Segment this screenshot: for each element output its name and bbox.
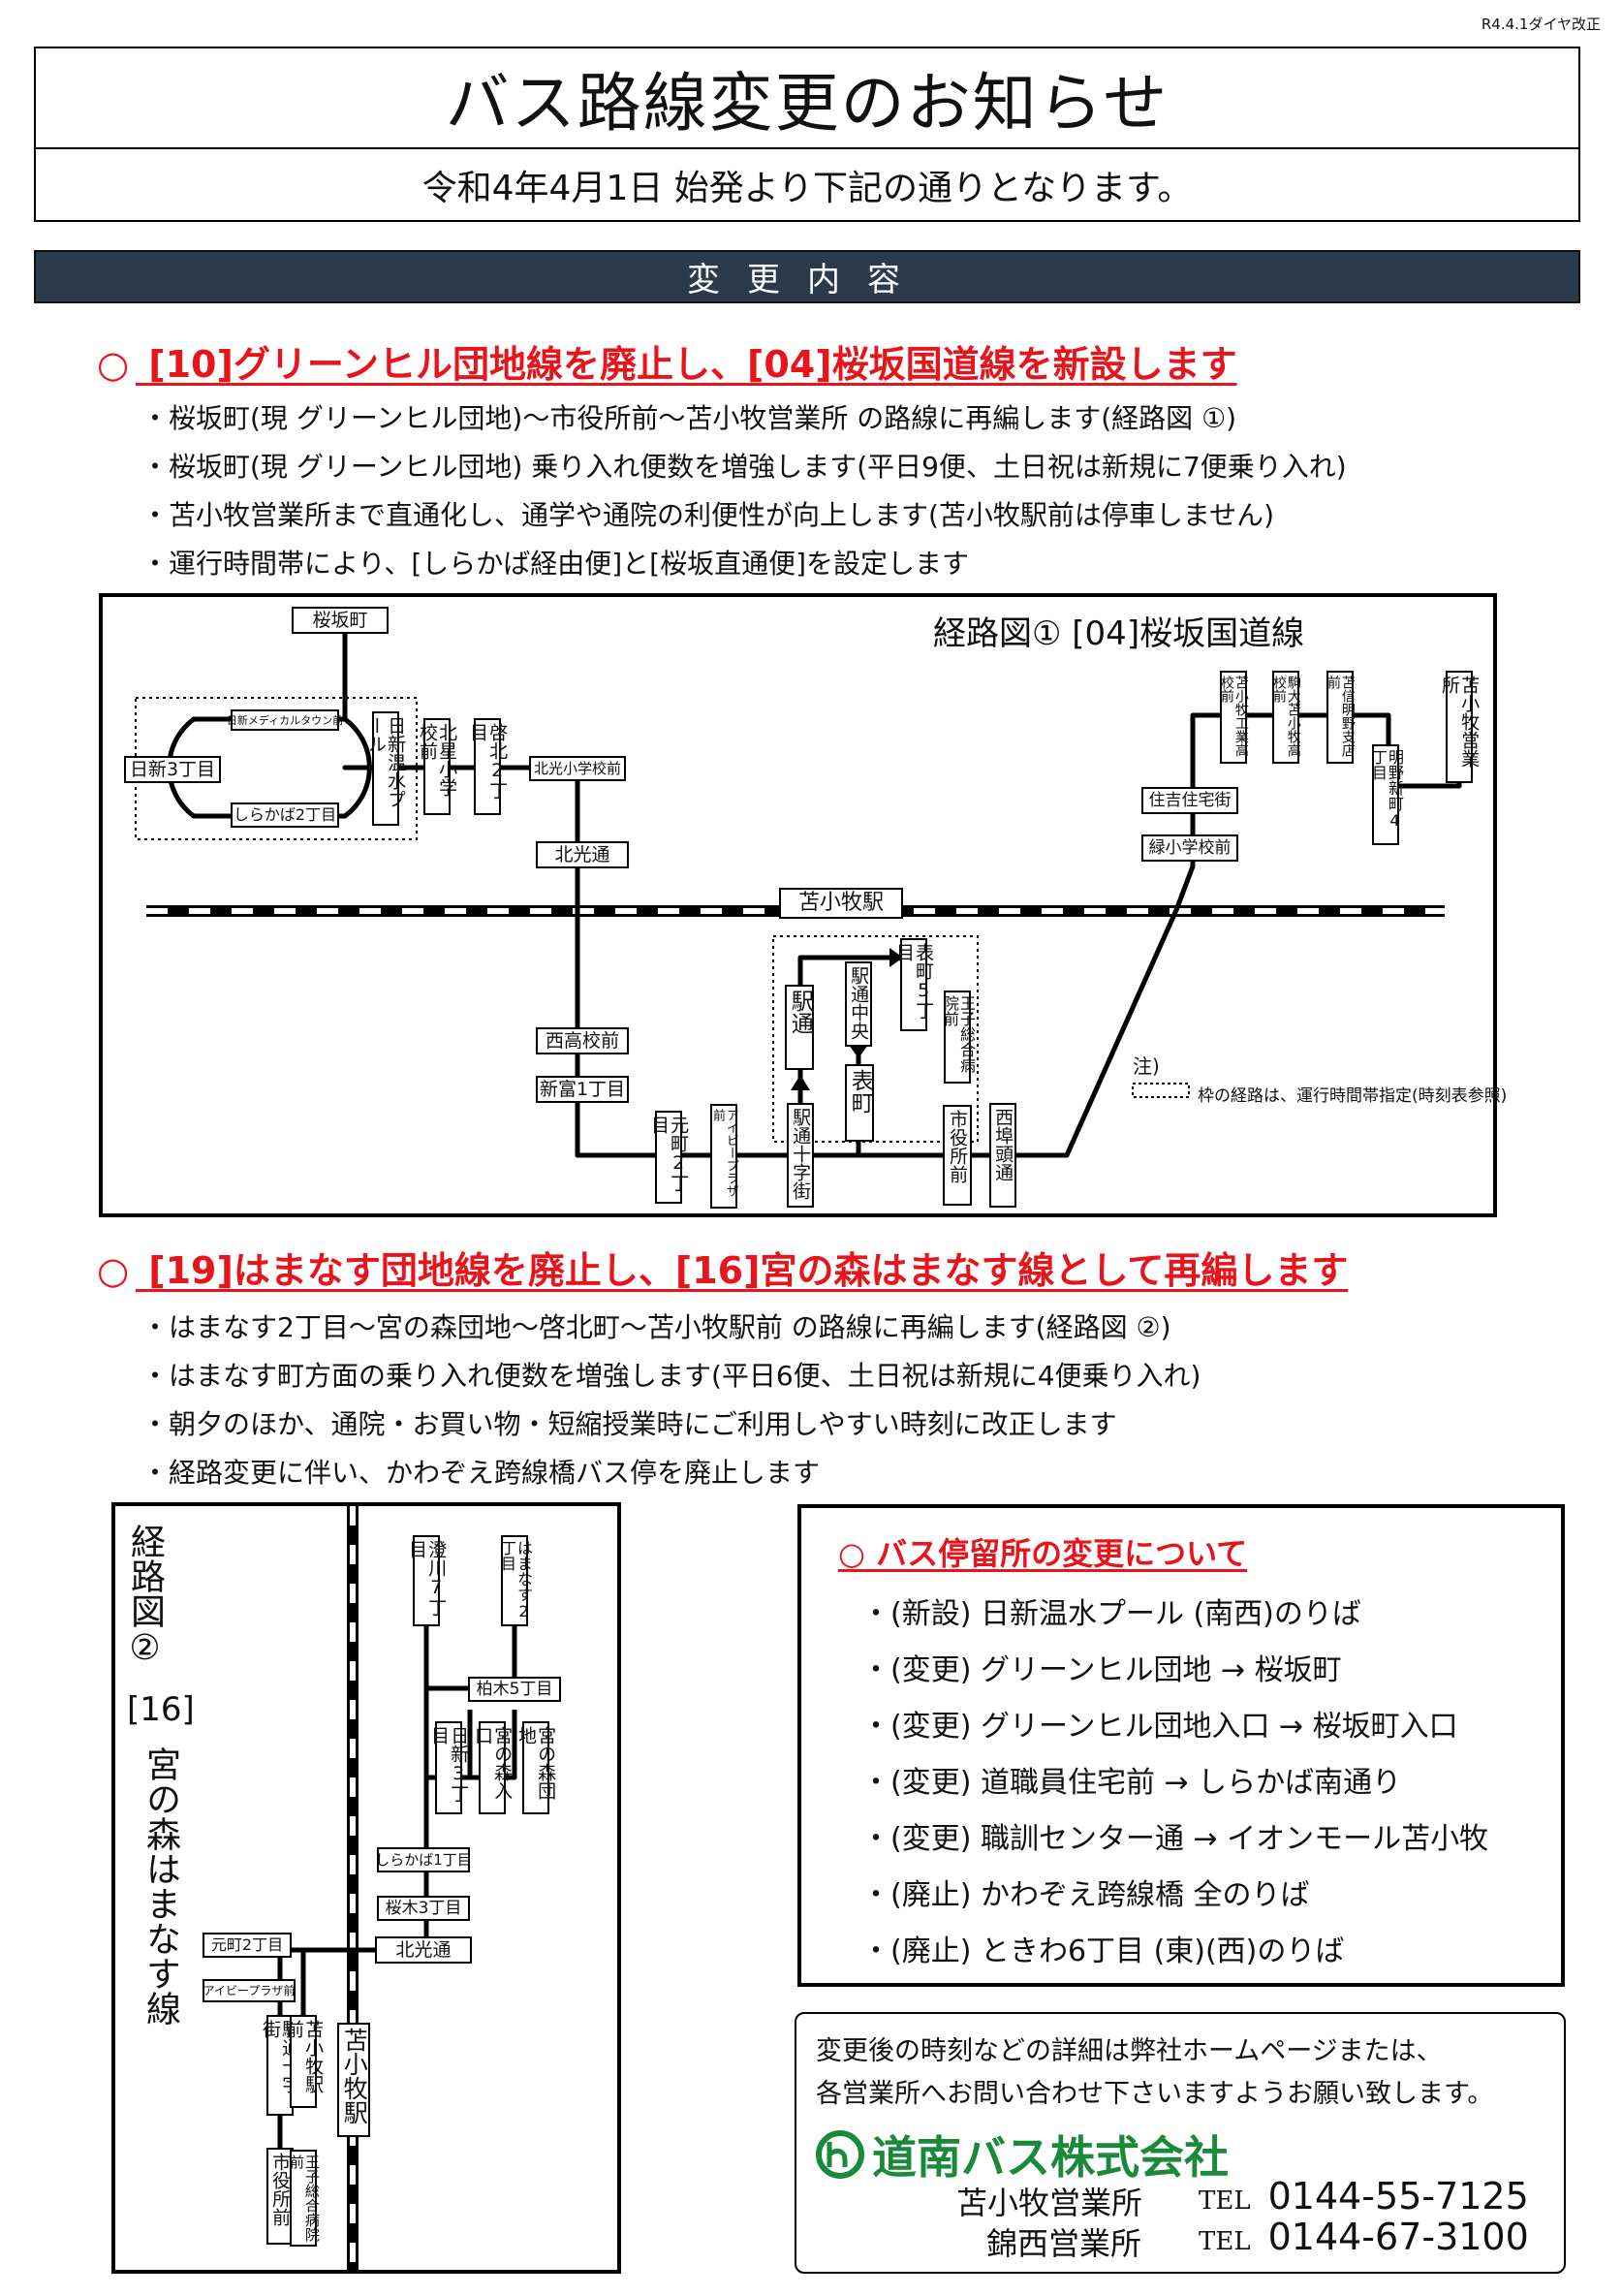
stop-change-item: ・(廃止) かわぞえ跨線橋 全のりば	[861, 1878, 1310, 1912]
stop-midori-school: 緑小学校前	[1141, 834, 1238, 862]
page-title: バス路線変更のお知らせ	[36, 48, 1578, 149]
stop-ekidori: 駅通	[785, 985, 814, 1070]
stop-aibii-plaza: アイビープラザ前	[710, 1104, 738, 1209]
section2-heading: ○ [19]はまなす団地線を廃止し、[16]宮の森はまなす線として再編します	[97, 1241, 1348, 1294]
section2-heading-text: [19]はまなす団地線を廃止し、[16]宮の森はまなす線として再編します	[148, 1249, 1349, 1292]
stop-changes-heading: ○ バス停留所の変更について	[838, 1529, 1247, 1574]
office-name: 錦西営業所	[986, 2225, 1142, 2262]
stop-meino-4: 明野新町4丁目	[1369, 744, 1404, 845]
stop-change-item: ・(新設) 日新温水プール (南西)のりば	[861, 1597, 1361, 1631]
route-map-1: 経路図① [04]桜坂国道線 桜坂町 日新メディカルタウン前 日新3丁目 しらか…	[99, 593, 1507, 1217]
section1-bullet-4: ・運行時間帯により、[しらかば経由便]と[桜坂直通便]を設定します	[141, 548, 970, 580]
stop-change-item: ・(変更) グリーンヒル団地入口 → 桜坂町入口	[861, 1710, 1458, 1744]
stop-omote: 表町	[845, 1064, 874, 1142]
stop-miyanomori-iriguchi: 宮の森入口	[472, 1721, 513, 1814]
contact-box: 変更後の時刻などの詳細は弊社ホームページまたは、 各営業所へお問い合わせ下さいま…	[795, 2012, 1566, 2274]
section-bar: 変更内容	[34, 250, 1580, 303]
stop-oji-hospital: 王子総合病院前	[941, 991, 976, 1084]
stop-hokusei: 北星小学校前	[417, 718, 457, 815]
stop-komazawa: 駒大苫小牧高校前	[1271, 671, 1301, 764]
section1-bullet-1: ・桜坂町(現 グリーンヒル団地)～市役所前～苫小牧営業所 の路線に再編します(経…	[141, 402, 1237, 434]
stop-hokko-school: 北光小学校前	[529, 756, 626, 781]
stop-change-item: ・(変更) グリーンヒル団地 → 桜坂町	[861, 1653, 1342, 1687]
stop-nisshin-3b: 日新3丁目	[428, 1721, 469, 1814]
stop-hokko-b: 北光通	[375, 1936, 472, 1964]
company-name: 道南バス株式会社	[872, 2131, 1229, 2184]
revision-note: R4.4.1ダイヤ改正	[1481, 16, 1601, 33]
stop-change-item: ・(変更) 道職員住宅前 → しらかば南通り	[861, 1766, 1402, 1800]
stop-eigyosho: 苫小牧営業所	[1439, 671, 1480, 783]
page-subtitle: 令和4年4月1日 始発より下記の通りとなります。	[421, 168, 1193, 208]
circle-marker-icon: ○	[97, 1249, 130, 1292]
stop-ekidori-juji: 駅通十字街	[787, 1103, 814, 1208]
map1-title: 経路図① [04]桜坂国道線	[933, 614, 1305, 653]
stop-keihoku-2: 啓北2丁目	[467, 718, 508, 815]
stop-miyanomori-danchi: 宮の森団地	[515, 1721, 556, 1814]
stop-hamanasu-2: はまなす2丁目	[498, 1535, 533, 1626]
section1-bullet-2: ・桜坂町(現 グリーンヒル団地) 乗り入れ便数を増強します(平日9便、土日祝は新…	[141, 451, 1347, 483]
route-map-2: 経路図② [16] 宮の森はまなす線 澄川7丁目 はまなす2丁目 柏木5丁目 日…	[111, 1502, 621, 2274]
stop-shiyakusho: 市役所前	[943, 1105, 972, 1206]
stop-changes-box: ○ バス停留所の変更について ・(新設) 日新温水プール (南西)のりば ・(変…	[797, 1504, 1565, 1987]
stop-tomakomai-kogyo: 苫小牧工業高校前	[1219, 671, 1249, 764]
section2-bullet-3: ・朝夕のほか、通院・お買い物・短縮授業時にご利用しやすい時刻に改正します	[141, 1408, 1117, 1440]
office-tel: TEL 0144-67-3100	[1199, 2216, 1529, 2258]
stop-change-item: ・(変更) 職訓センター通 → イオンモール苫小牧	[861, 1822, 1489, 1856]
circle-marker-icon: ○	[838, 1535, 865, 1572]
stop-sakuragi-3: 桜木3丁目	[377, 1896, 470, 1921]
stop-shirakaba-1: しらかば1丁目	[375, 1847, 472, 1872]
tel-mark: TEL	[1199, 2227, 1251, 2256]
circle-marker-icon: ○	[97, 343, 130, 386]
section1-heading: ○ [10]グリーンヒル団地線を廃止し、[04]桜坂国道線を新設します	[97, 334, 1237, 388]
station-tomakomai: 苫小牧駅	[779, 888, 903, 919]
stop-shirakaba-2: しらかば2丁目	[231, 802, 339, 828]
office-name: 苫小牧営業所	[956, 2185, 1143, 2221]
office-tel: TEL 0144-55-7125	[1199, 2175, 1529, 2217]
stop-sakurazaka: 桜坂町	[292, 607, 389, 634]
stop-nishiko: 西高校前	[536, 1027, 629, 1054]
station-tomakomai-b: 苫小牧駅	[337, 2023, 370, 2137]
company-logo: 道南バス株式会社	[816, 2123, 1229, 2186]
stop-ekidori-chuo: 駅通中央	[845, 961, 872, 1047]
stop-motomachi-2b: 元町2丁目	[203, 1933, 292, 1958]
section2-bullet-1: ・はまなす2丁目～宮の森団地～啓北町～苫小牧駅前 の路線に再編します(経路図 ②…	[141, 1311, 1171, 1343]
stop-nishifuto: 西埠頭通	[989, 1103, 1016, 1208]
stop-nisshin-onsui: 日新温水プール	[365, 711, 406, 826]
stop-sumiyoshi: 住吉住宅街	[1141, 787, 1238, 814]
stop-kashiwagi-5: 柏木5丁目	[468, 1677, 561, 1702]
stop-ekimae: 苫小牧駅前	[283, 2015, 324, 2108]
office-tel-number: 0144-67-3100	[1267, 2216, 1529, 2258]
office-tel-number: 0144-55-7125	[1267, 2175, 1529, 2217]
stop-motomachi-2: 元町2丁目	[648, 1111, 689, 1204]
section1-heading-text: [10]グリーンヒル団地線を廃止し、[04]桜坂国道線を新設します	[148, 343, 1237, 386]
stop-aibii-plaza-b: アイビープラザ前	[203, 1979, 296, 2002]
section1-bullet-3: ・苫小牧営業所まで直通化し、通学や通院の利便性が向上します(苫小牧駅前は停車しま…	[141, 499, 1275, 531]
stop-nisshin-3: 日新3丁目	[124, 756, 221, 783]
stop-change-item: ・(廃止) ときわ6丁目 (東)(西)のりば	[861, 1934, 1345, 1968]
map2-route-no: [16]	[127, 1690, 195, 1729]
map1-note-text: 枠の経路は、運行時間帯指定(時刻表参照)	[1198, 1086, 1508, 1106]
stop-changes-heading-text: バス停留所の変更について	[876, 1535, 1248, 1572]
stop-omote-5: 表町5丁目	[893, 938, 934, 1031]
stop-sumikawa-7: 澄川7丁目	[406, 1535, 447, 1626]
map1-note-label: 注)	[1133, 1054, 1160, 1078]
stop-nisshin-medical: 日新メディカルタウン前	[227, 709, 343, 731]
section2-bullet-4: ・経路変更に伴い、かわぞえ跨線橋バス停を廃止します	[141, 1457, 821, 1489]
contact-line-2: 各営業所へお問い合わせ下さいますようお願い致します。	[816, 2079, 1494, 2109]
stop-shintomi-1: 新富1丁目	[536, 1076, 629, 1103]
route-map-2-lines	[241, 1506, 517, 2270]
company-logo-icon	[816, 2130, 864, 2179]
stop-meino-shiten: 苫信明野支店前	[1326, 671, 1356, 764]
title-box: バス路線変更のお知らせ 令和4年4月1日 始発より下記の通りとなります。	[34, 47, 1580, 222]
tel-mark: TEL	[1199, 2186, 1251, 2216]
stop-oji-hospital-b: 王子総合病院前	[288, 2150, 321, 2247]
map2-route-name: 宮の森はまなす線	[140, 1746, 180, 2026]
map2-title: 経路図②	[125, 1524, 165, 1668]
stop-hokko: 北光通	[536, 841, 629, 868]
contact-line-1: 変更後の時刻などの詳細は弊社ホームページまたは、	[816, 2036, 1443, 2066]
section2-bullet-2: ・はまなす町方面の乗り入れ便数を増強します(平日6便、土日祝は新規に4便乗り入れ…	[141, 1360, 1201, 1392]
